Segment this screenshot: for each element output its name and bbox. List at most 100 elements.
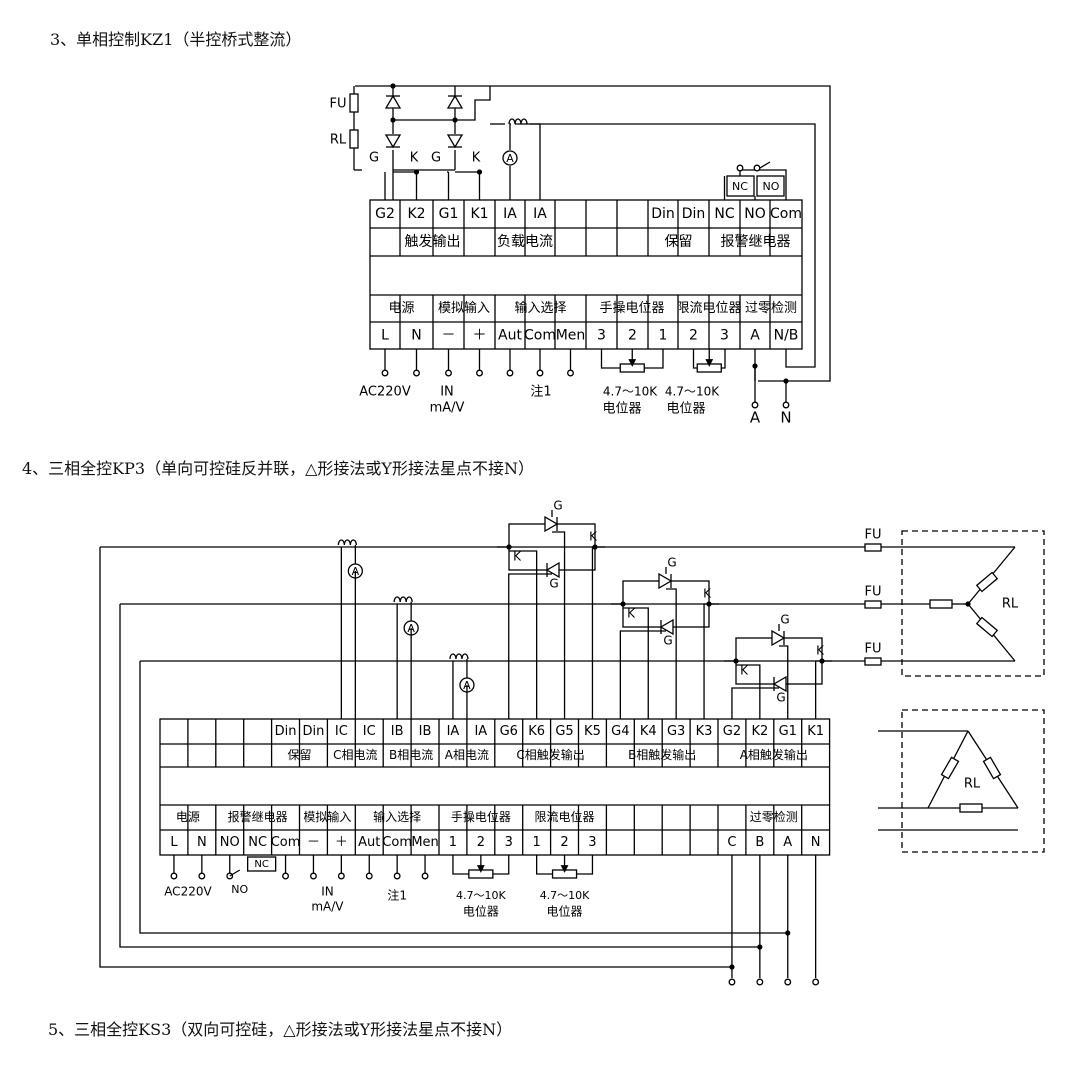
terminal-ring (198, 872, 206, 880)
wire (119, 604, 760, 948)
ammeter-label: A (506, 152, 514, 165)
relay-nc-label: NC (732, 180, 748, 193)
terminal-label: 3 (720, 328, 729, 344)
terminal-label: Com (271, 835, 301, 850)
wire (591, 546, 595, 719)
group-label: 过零检测 (750, 809, 798, 824)
terminal-ring (782, 401, 790, 409)
resistor-icon (929, 599, 953, 609)
terminal-label: Men (411, 835, 438, 850)
ammeter-label: A (407, 622, 415, 635)
terminal-label: G2 (375, 206, 395, 222)
diode-triangle (658, 572, 673, 590)
hand-potentiometer-icon (452, 855, 510, 879)
wire (508, 573, 552, 719)
fuse-icon (864, 543, 882, 552)
wire (779, 645, 789, 719)
fuse-label: FU (865, 642, 882, 657)
gate-label: G (776, 691, 785, 705)
terminal-label: K4 (640, 724, 657, 739)
resistor-icon (551, 869, 578, 879)
analog-input-label: IN (321, 885, 334, 899)
terminal-label: K5 (584, 724, 601, 739)
wire-neutral (490, 85, 831, 382)
wire (452, 855, 469, 875)
relay-nc-label: NC (254, 859, 268, 870)
thyristor-icon (771, 629, 786, 647)
fuse-label: FU (330, 97, 347, 112)
terminal-label: 1 (449, 835, 457, 850)
group-label: 过零检测 (745, 301, 797, 316)
terminal-label: IA (474, 724, 487, 739)
group-label: 限流电位器 (535, 809, 595, 824)
terminal-ring (756, 978, 764, 986)
wire (666, 588, 677, 719)
wire (619, 630, 666, 719)
terminal-label: 2 (477, 835, 485, 850)
terminal-ring (567, 369, 574, 377)
terminal-ring (506, 369, 514, 377)
terminal-label: G1 (439, 206, 459, 222)
group-label: 触发输出 (405, 234, 461, 250)
cathode-label: K (740, 664, 749, 678)
relay-switch (229, 869, 241, 877)
wire (509, 550, 538, 719)
current-transformer-icon (508, 118, 528, 125)
terminal-label: Din (303, 724, 325, 739)
cathode-label: K (703, 587, 712, 601)
terminal-label: G6 (500, 724, 518, 739)
wire (721, 349, 726, 369)
terminal-label: IB (391, 724, 404, 739)
wire (492, 855, 510, 875)
pot-name-label: 电位器 (547, 904, 583, 919)
group-label: B相触发输出 (628, 747, 696, 762)
neutral-label: N (780, 409, 791, 427)
gate-label: G (549, 577, 558, 591)
terminal-ring (736, 164, 744, 172)
terminal-ring (753, 164, 761, 172)
thyristor-icon (658, 572, 673, 590)
group-label: 保留 (665, 234, 693, 250)
resistor-icon (619, 363, 645, 373)
terminal-ring (784, 978, 792, 986)
terminal-label: A (750, 328, 760, 344)
resistor-icon (975, 616, 999, 638)
group-label: 限流电位器 (676, 301, 741, 316)
wire (736, 664, 761, 719)
terminal-label: L (170, 835, 178, 850)
phase-a-label: A (750, 409, 761, 427)
star-load-frame (901, 530, 1045, 677)
terminal-ring (812, 978, 820, 986)
terminal-label: K6 (528, 724, 545, 739)
fuse-icon (864, 600, 882, 609)
pot-name-label: 电位器 (463, 904, 499, 919)
terminal-ring (728, 978, 736, 986)
terminal-label: Com (382, 835, 412, 850)
diode-triangle (384, 94, 402, 109)
diode-triangle (446, 134, 464, 149)
terminal-label: IC (335, 724, 348, 739)
terminal-ring (365, 872, 373, 880)
fuse-icon (349, 93, 359, 113)
terminal-label: Men (556, 328, 586, 344)
group-label: 电源 (388, 301, 414, 316)
terminal-label: 1 (533, 835, 541, 850)
terminal-ring (170, 872, 178, 880)
section-4-heading: 4、三相全控KP3（单向可控硅反并联，△形接法或Y形接法星点不接N） (22, 459, 534, 478)
wire (600, 349, 621, 369)
gate-label: G (431, 151, 441, 166)
wire (739, 169, 787, 200)
load-label: RL (1002, 597, 1019, 612)
terminal-ring (445, 369, 452, 377)
terminal-label: IA (447, 724, 460, 739)
terminal-label: 2 (628, 328, 637, 344)
gate-label: G (369, 151, 379, 166)
relay-no-label: NO (763, 180, 780, 193)
terminal-label: IB (419, 724, 432, 739)
terminal-label: Com (524, 328, 556, 344)
cathode-label: K (589, 530, 598, 544)
wire (692, 349, 698, 369)
diode-triangle (544, 515, 559, 533)
ammeter-label: A (463, 679, 471, 692)
wire (623, 607, 649, 719)
